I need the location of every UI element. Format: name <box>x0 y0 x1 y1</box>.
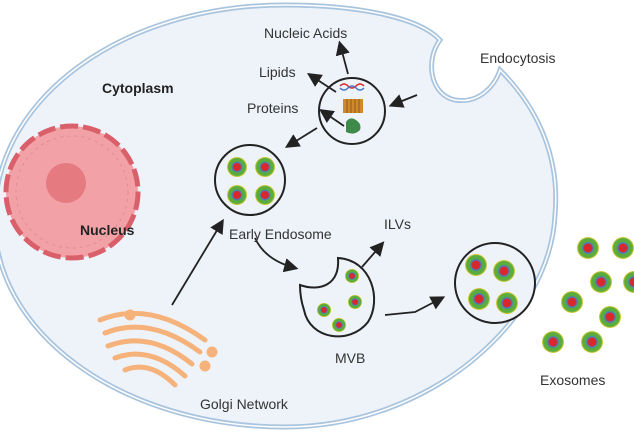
nucleic-acid-icon <box>339 83 365 89</box>
golgi-icon <box>97 309 218 388</box>
label-golgi-network: Golgi Network <box>200 396 289 412</box>
mvb <box>298 256 376 338</box>
label-nucleus: Nucleus <box>80 222 135 238</box>
lipid-icon <box>343 99 363 113</box>
arrow-endocytosis <box>388 94 418 108</box>
nucleus <box>3 123 141 261</box>
arrow-to-early-endosome <box>284 127 318 148</box>
protein-icon <box>346 118 361 134</box>
arrow-to-lipids <box>306 73 337 93</box>
label-early-endosome: Early Endosome <box>229 226 332 242</box>
label-ilvs: ILVs <box>384 216 411 232</box>
arrow-to-mvb <box>254 237 299 273</box>
arrow-to-nucleic-acids <box>335 40 350 75</box>
late-mvb <box>454 242 536 324</box>
label-proteins: Proteins <box>247 100 298 116</box>
arrow-golgi <box>171 218 224 306</box>
exosomes <box>542 237 634 353</box>
label-lipids: Lipids <box>259 64 296 80</box>
arrow-to-proteins <box>319 108 345 127</box>
endocytic-vesicle <box>318 77 386 145</box>
label-cytoplasm: Cytoplasm <box>102 80 174 96</box>
label-endocytosis: Endocytosis <box>480 50 555 66</box>
label-exosomes: Exosomes <box>540 372 605 388</box>
arrows <box>171 40 446 316</box>
early-endosome <box>214 144 286 216</box>
arrow-to-ilvs <box>361 241 385 268</box>
label-nucleic-acids: Nucleic Acids <box>264 25 347 41</box>
label-mvb: MVB <box>335 350 365 366</box>
arrow-to-late-mvb <box>384 296 446 316</box>
